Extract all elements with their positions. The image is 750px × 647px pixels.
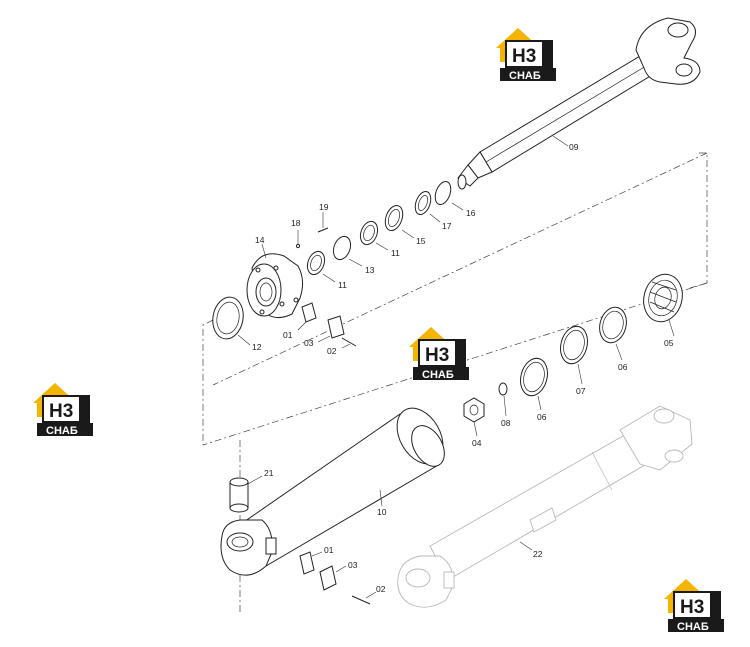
callout-13: 13 bbox=[365, 265, 375, 275]
callout-02a: 02 bbox=[327, 346, 337, 356]
projection-line bbox=[202, 282, 708, 446]
callout-07: 07 bbox=[576, 386, 586, 396]
projection-line bbox=[212, 152, 708, 386]
callout-01b: 01 bbox=[324, 545, 334, 555]
callout-03b: 03 bbox=[348, 560, 358, 570]
callout-12: 12 bbox=[252, 342, 262, 352]
brand-logo: H3 СНАБ bbox=[495, 27, 557, 82]
brand-logo: H3 СНАБ bbox=[663, 578, 725, 633]
svg-text:СНАБ: СНАБ bbox=[422, 369, 454, 381]
bushing-21 bbox=[229, 475, 263, 513]
assembled-cylinder-ghost bbox=[397, 405, 693, 608]
callout-04: 04 bbox=[472, 438, 482, 448]
callout-21: 21 bbox=[264, 468, 274, 478]
callout-11a: 11 bbox=[391, 248, 400, 258]
callout-15: 15 bbox=[416, 236, 426, 246]
callout-06a: 06 bbox=[618, 362, 628, 372]
svg-text:H3: H3 bbox=[49, 401, 73, 422]
callout-08: 08 bbox=[501, 418, 511, 428]
callout-11b: 11 bbox=[338, 280, 347, 290]
brand-logo: H3 СНАБ bbox=[32, 382, 94, 437]
callout-17: 17 bbox=[442, 221, 452, 231]
callout-18: 18 bbox=[291, 218, 301, 228]
callout-16: 16 bbox=[466, 208, 476, 218]
callouts: 09 16 17 15 11 13 11 19 18 14 12 01 03 0… bbox=[252, 142, 674, 594]
svg-text:H3: H3 bbox=[680, 597, 704, 618]
callout-02b: 02 bbox=[376, 584, 386, 594]
callout-05: 05 bbox=[664, 338, 674, 348]
callout-03a: 03 bbox=[304, 338, 314, 348]
callout-22: 22 bbox=[533, 549, 543, 559]
svg-text:H3: H3 bbox=[425, 345, 449, 366]
callout-01a: 01 bbox=[283, 330, 293, 340]
piston-rod bbox=[457, 17, 701, 190]
logo-mark: H3 bbox=[512, 46, 536, 67]
svg-text:СНАБ: СНАБ bbox=[46, 425, 78, 437]
piston-assembly bbox=[463, 273, 683, 437]
projection-line bbox=[202, 319, 214, 445]
lock-plate-upper bbox=[297, 302, 357, 349]
cylinder-head bbox=[246, 212, 329, 319]
callout-14: 14 bbox=[255, 235, 265, 245]
callout-19: 19 bbox=[319, 202, 329, 212]
projection-line bbox=[689, 152, 708, 289]
callout-10: 10 bbox=[377, 507, 387, 517]
o-ring-12 bbox=[212, 296, 251, 346]
cylinder-tube bbox=[220, 407, 445, 576]
logo-word: СНАБ bbox=[509, 70, 541, 82]
rod-seals bbox=[306, 180, 464, 283]
callout-06b: 06 bbox=[537, 412, 547, 422]
brand-logo: H3 СНАБ bbox=[408, 326, 470, 381]
lock-plate-lower bbox=[299, 551, 377, 605]
callout-09: 09 bbox=[569, 142, 579, 152]
svg-text:СНАБ: СНАБ bbox=[677, 621, 709, 633]
